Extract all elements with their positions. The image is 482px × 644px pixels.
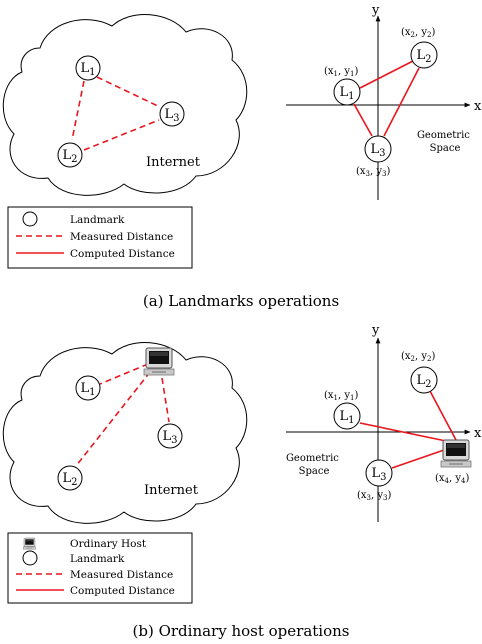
- computed-distance-l1-l3: [353, 103, 373, 137]
- legend-landmark-label: Landmark: [70, 214, 125, 226]
- svg-text:L2: L2: [62, 148, 77, 165]
- svg-text:L1: L1: [339, 85, 354, 102]
- legend-landmark-icon: [22, 550, 38, 566]
- legend-landmark-icon: [22, 211, 38, 227]
- computed-distance-l2-l3: [383, 67, 420, 137]
- landmark-l2: L2: [57, 142, 83, 168]
- coord-l2: (x2, y2): [401, 351, 436, 363]
- geo-point-l1: L1: [333, 78, 361, 106]
- caption-a: (a) Landmarks operations: [143, 292, 339, 310]
- svg-text:L2: L2: [416, 48, 431, 65]
- coord-l2: (x2, y2): [401, 27, 436, 39]
- svg-text:L1: L1: [80, 381, 95, 398]
- x-axis-label: x: [474, 426, 482, 441]
- svg-text:L1: L1: [80, 61, 95, 78]
- landmark-l2: L2: [57, 465, 83, 491]
- computed-distance-l1-host: [359, 422, 447, 442]
- computer-icon: [143, 347, 175, 376]
- computer-icon: [440, 439, 472, 468]
- geo-point-l1: L1: [333, 402, 361, 430]
- coord-l1: (x1, y1): [324, 390, 359, 402]
- coord-l3: (x3, y3): [357, 490, 392, 502]
- legend-computed-label: Computed Distance: [70, 585, 175, 597]
- coord-l1: (x1, y1): [324, 66, 359, 78]
- landmark-l3: L3: [159, 101, 185, 127]
- x-axis-label: x: [474, 99, 482, 114]
- y-axis-label: y: [371, 3, 380, 18]
- svg-text:L3: L3: [164, 107, 179, 124]
- measured-distance-l1-l3: [96, 76, 161, 108]
- measured-distance-l2-l3: [83, 119, 160, 151]
- geo-point-l3: L3: [364, 135, 392, 163]
- coord-host: (x4, y4): [435, 473, 470, 485]
- computed-distance-l2-host: [429, 390, 457, 441]
- computed-distance-l1-l2: [359, 60, 414, 89]
- legend-landmark-label: Landmark: [70, 553, 125, 565]
- measured-distance-host-l1: [99, 363, 149, 385]
- internet-cloud: [2, 14, 248, 196]
- landmark-l3: L3: [157, 423, 183, 449]
- landmark-l1: L1: [75, 375, 101, 401]
- caption-b: (b) Ordinary host operations: [133, 622, 350, 640]
- internet-cloud: [2, 342, 248, 524]
- svg-text:L3: L3: [162, 429, 177, 446]
- geometric-space-label: Geometric Space: [417, 130, 473, 154]
- svg-text:L2: L2: [416, 373, 431, 390]
- legend-measured-label: Measured Distance: [70, 231, 173, 243]
- legend-b: Ordinary Host Landmark Measured Distance…: [7, 532, 193, 604]
- legend-measured-label: Measured Distance: [70, 569, 173, 581]
- svg-text:L3: L3: [371, 466, 386, 483]
- geometric-space-label: Geometric Space: [286, 453, 342, 477]
- geo-point-l2: L2: [410, 366, 438, 394]
- measured-distance-host-l3: [161, 377, 170, 423]
- panel-b: Internet L1 L2 L3 y x L1: [2, 323, 482, 640]
- landmark-l1: L1: [75, 55, 101, 81]
- host-computer-geo: [440, 439, 472, 468]
- svg-text:L3: L3: [370, 142, 385, 159]
- legend-computed-label: Computed Distance: [70, 248, 175, 260]
- host-computer: [143, 347, 175, 376]
- panel-a: Internet L1 L2 L3 y x L1 (x1, y: [2, 3, 482, 310]
- geo-point-l2: L2: [410, 41, 438, 69]
- coord-l3: (x3, y3): [356, 166, 391, 178]
- measured-distance-l1-l2: [71, 80, 85, 141]
- legend-host-label: Ordinary Host: [70, 538, 147, 550]
- legend-host-icon: [22, 537, 36, 550]
- legend-a: Landmark Measured Distance Computed Dist…: [7, 206, 193, 269]
- svg-text:L2: L2: [62, 471, 77, 488]
- y-axis-label: y: [371, 323, 380, 338]
- internet-label: Internet: [146, 155, 201, 170]
- internet-label: Internet: [144, 483, 199, 498]
- svg-text:L1: L1: [339, 409, 354, 426]
- computed-distance-l3-host: [391, 449, 445, 469]
- geo-point-l3: L3: [365, 459, 393, 487]
